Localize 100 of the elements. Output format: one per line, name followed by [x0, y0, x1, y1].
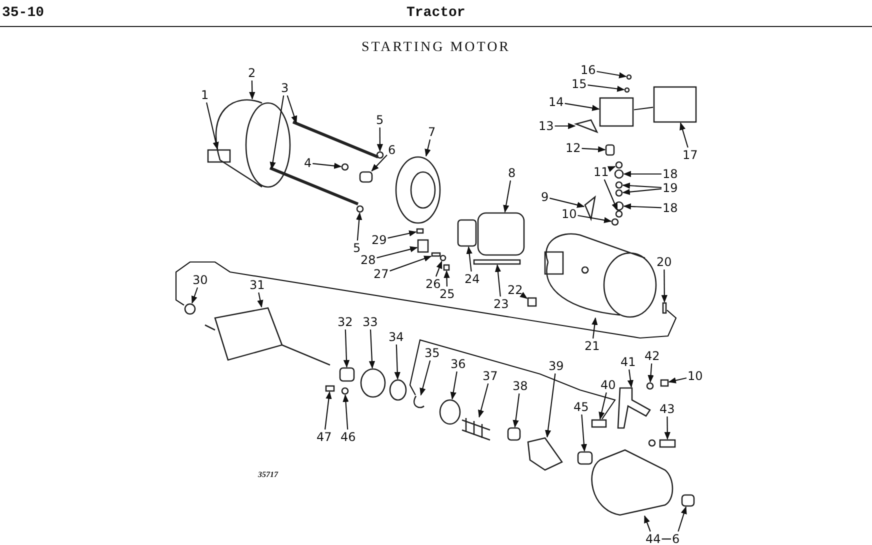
callout-number: 5 — [353, 242, 361, 254]
leader-line — [270, 95, 284, 170]
leader-line — [588, 84, 625, 92]
leader-line — [664, 416, 670, 440]
leader-line — [206, 102, 219, 150]
callout-number: 6 — [388, 144, 396, 156]
leader-line — [680, 122, 688, 148]
callout-number: 46 — [340, 430, 356, 444]
washer-drawing — [615, 181, 623, 189]
callout-number: 10 — [562, 208, 577, 220]
leader-line — [371, 154, 388, 172]
leader-line — [388, 230, 417, 239]
callout-number: 11 — [594, 166, 609, 178]
leader-line — [435, 260, 442, 277]
leader-line — [356, 212, 362, 241]
bushing-drawing — [507, 427, 521, 441]
leader-line — [623, 170, 662, 178]
nut-drawing — [646, 382, 654, 390]
callout-number: 39 — [548, 360, 564, 372]
terminal-drawing — [584, 195, 596, 222]
washer-drawing — [615, 210, 623, 218]
callout-number: 42 — [644, 350, 660, 362]
callout-number: 37 — [482, 370, 498, 382]
leader-line — [582, 146, 606, 152]
leader-line — [368, 329, 376, 369]
callout-number: 20 — [656, 256, 672, 268]
leader-line — [450, 371, 458, 400]
leader-line — [520, 292, 528, 299]
callout-number: 18 — [662, 202, 678, 214]
leader-line — [444, 270, 450, 287]
cover-drawing — [574, 119, 598, 134]
screw-drawing — [591, 419, 607, 428]
callout-number: 27 — [374, 268, 389, 280]
through-bolt-drawing — [269, 166, 359, 206]
callout-number: 33 — [362, 316, 378, 328]
callout-number: 13 — [538, 120, 554, 132]
diagram-title: STARTING MOTOR — [361, 40, 511, 55]
callout-number: 47 — [316, 430, 332, 444]
drive-gear-drawing — [527, 437, 563, 471]
leader-line — [424, 139, 431, 157]
callout-number: 16 — [580, 64, 596, 76]
leader-line — [376, 246, 418, 258]
callout-number: 3 — [281, 82, 289, 94]
page-number: 35-10 — [2, 5, 44, 21]
callout-number: 28 — [360, 254, 376, 266]
washer-drawing — [615, 161, 623, 169]
callout-number: 26 — [426, 278, 441, 290]
leader-line — [648, 363, 654, 383]
spring-drawing — [461, 417, 491, 441]
callout-number: 32 — [338, 316, 353, 328]
callout-number: 31 — [250, 278, 265, 292]
leader-line — [420, 360, 431, 396]
leader-line — [312, 162, 342, 169]
switch-drawing — [599, 97, 634, 127]
brush-holder-drawing — [417, 239, 429, 253]
leader-line — [494, 264, 502, 297]
callout-number: 18 — [662, 168, 678, 180]
leader-line — [376, 128, 384, 152]
callout-number: 35 — [424, 346, 440, 360]
bushing-drawing — [339, 367, 355, 382]
callout-number: 44 — [646, 532, 661, 545]
pin-drawing — [662, 302, 667, 314]
callout-number: 19 — [662, 182, 678, 194]
leader-line — [622, 182, 662, 189]
screw-drawing — [660, 379, 669, 387]
callout-number: 38 — [512, 380, 528, 392]
bushing-drawing — [577, 451, 593, 465]
gear-drawing — [360, 368, 386, 398]
leader-line — [249, 80, 256, 100]
leader-line — [342, 394, 349, 430]
screw-drawing — [624, 87, 630, 93]
bushing-drawing — [359, 171, 373, 183]
leader-line — [607, 166, 616, 172]
callout-number: 22 — [508, 284, 523, 296]
leader-line — [564, 102, 600, 111]
bushing-drawing — [681, 494, 695, 507]
leader-line — [390, 256, 432, 272]
leader-line — [592, 317, 598, 339]
leader-line — [512, 393, 520, 428]
collar-drawing — [439, 399, 461, 425]
leader-line — [286, 95, 298, 124]
callout-number: 45 — [574, 400, 589, 414]
washer-drawing — [614, 201, 624, 211]
field-coil-drawing — [477, 212, 525, 256]
nut-drawing — [356, 205, 364, 213]
callout-number: 21 — [584, 340, 600, 352]
callout-number: 6 — [672, 532, 680, 545]
shift-lever-drawing — [617, 387, 651, 429]
callout-number: 14 — [548, 96, 564, 108]
callout-number: 4 — [304, 156, 312, 170]
washer-drawing — [615, 189, 623, 197]
callout-number: 8 — [508, 166, 516, 180]
callout-number: 43 — [660, 402, 675, 416]
leader-line — [644, 515, 651, 532]
clip-drawing — [414, 396, 424, 408]
connector-line — [634, 106, 654, 110]
leader-line — [191, 287, 198, 304]
callout-number: 24 — [464, 272, 480, 286]
washer-drawing — [184, 303, 196, 315]
stud-drawing — [605, 144, 615, 156]
